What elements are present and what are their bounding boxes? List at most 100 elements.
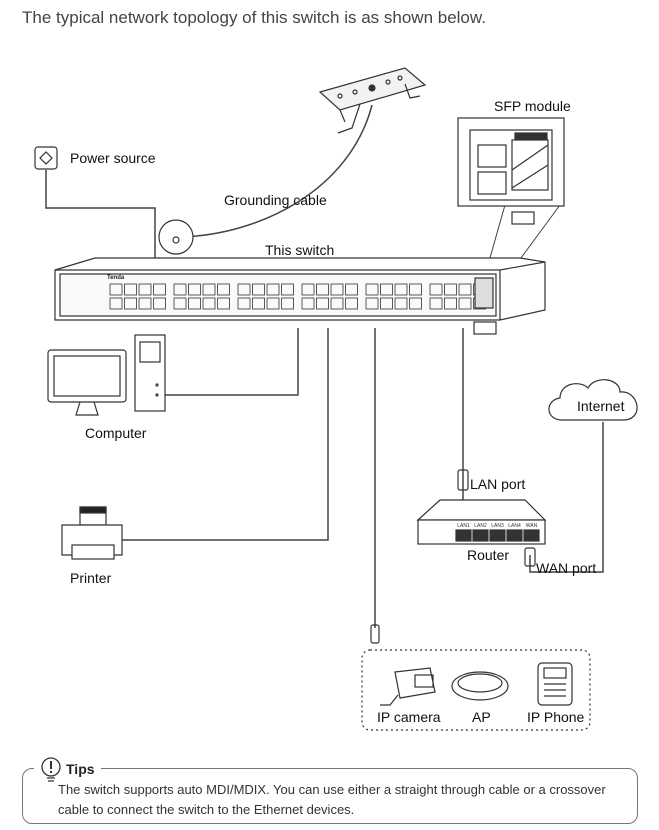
printer-icon bbox=[61, 506, 123, 560]
router-port bbox=[455, 529, 472, 542]
router-port bbox=[472, 529, 489, 542]
label-computer: Computer bbox=[85, 425, 147, 441]
wan-cable bbox=[529, 422, 604, 573]
ip-devices-group bbox=[361, 649, 591, 731]
ip-phone-icon bbox=[537, 662, 573, 706]
label-printer: Printer bbox=[70, 570, 112, 586]
sfp-module-callout bbox=[457, 117, 565, 335]
label-ip-camera: IP camera bbox=[377, 709, 441, 725]
sfp-module-icon bbox=[473, 321, 497, 335]
switch-port bbox=[188, 297, 201, 310]
power-source-icon bbox=[34, 146, 58, 170]
switch-port bbox=[109, 283, 123, 296]
switch-port bbox=[409, 283, 422, 296]
switch-port bbox=[217, 283, 230, 296]
switch-port bbox=[153, 297, 166, 310]
power-cable bbox=[45, 170, 156, 258]
router-port-label: LAN4 bbox=[508, 523, 521, 529]
switch-port bbox=[266, 297, 280, 310]
switch-port bbox=[173, 297, 187, 310]
sfp-module-icon bbox=[511, 211, 535, 225]
label-internet: Internet bbox=[577, 398, 625, 414]
grounding-bar-icon bbox=[318, 67, 427, 134]
switch-port bbox=[281, 297, 294, 310]
tips-box bbox=[22, 768, 638, 824]
label-ip-phone: IP Phone bbox=[527, 709, 585, 725]
switch-port bbox=[173, 283, 187, 296]
router-port-label: WAN bbox=[526, 523, 538, 529]
grounding-cable bbox=[179, 104, 373, 238]
wan-connector-icon bbox=[524, 547, 536, 567]
router-port-label: LAN1 bbox=[457, 523, 470, 529]
switch-port bbox=[345, 297, 358, 310]
label-sfp-module: SFP module bbox=[494, 98, 571, 114]
router-port bbox=[523, 529, 540, 542]
internet-cloud-icon bbox=[548, 379, 638, 421]
cables bbox=[45, 104, 604, 628]
switch-port bbox=[301, 297, 315, 310]
switch-port bbox=[301, 283, 315, 296]
router-port-label: LAN3 bbox=[491, 523, 504, 529]
switch-port bbox=[316, 297, 329, 310]
switch-port bbox=[444, 297, 457, 310]
exclamation-bulb-icon bbox=[41, 757, 61, 782]
switch-port bbox=[138, 283, 152, 296]
switch-port bbox=[252, 297, 265, 310]
switch-port bbox=[188, 283, 201, 296]
cable-connector-icon bbox=[370, 624, 380, 644]
switch-port bbox=[444, 283, 457, 296]
switch-port bbox=[266, 283, 280, 296]
switch-port bbox=[124, 283, 137, 296]
switch-port bbox=[109, 297, 123, 310]
ap-icon bbox=[451, 671, 509, 701]
switch-port bbox=[281, 283, 294, 296]
router-port-label: LAN2 bbox=[474, 523, 487, 529]
switch-port bbox=[237, 283, 251, 296]
switch-port bbox=[217, 297, 230, 310]
router-icon: LAN1 LAN2 LAN3 LAN4 WAN bbox=[416, 469, 547, 567]
switch-port bbox=[124, 297, 137, 310]
printer-cable bbox=[122, 328, 329, 541]
label-grounding-cable: Grounding cable bbox=[224, 192, 327, 208]
switch-brand-label: Tenda bbox=[107, 275, 125, 281]
tips-header: Tips bbox=[34, 756, 101, 782]
switch-port bbox=[409, 297, 422, 310]
label-wan-port: WAN port bbox=[536, 560, 597, 576]
router-port bbox=[489, 529, 506, 542]
lan-connector-icon bbox=[457, 469, 469, 491]
label-ap: AP bbox=[472, 709, 491, 725]
tips-text: The switch supports auto MDI/MDIX. You c… bbox=[58, 782, 606, 817]
switch-port bbox=[153, 283, 166, 296]
computer-icon bbox=[47, 334, 166, 416]
switch-port bbox=[394, 297, 408, 310]
switch-port bbox=[458, 283, 472, 296]
ip-camera-icon bbox=[380, 667, 436, 706]
switch-port bbox=[429, 297, 443, 310]
switch-port bbox=[394, 283, 408, 296]
switch-port bbox=[202, 283, 216, 296]
topology-diagram: LAN1 LAN2 LAN3 LAN4 WAN bbox=[34, 67, 638, 731]
switch-port bbox=[365, 297, 379, 310]
switch-port bbox=[365, 283, 379, 296]
switch-port bbox=[202, 297, 216, 310]
router-port bbox=[506, 529, 523, 542]
tips-title: Tips bbox=[66, 761, 95, 777]
switch-port bbox=[330, 283, 344, 296]
switch-port bbox=[316, 283, 329, 296]
label-this-switch: This switch bbox=[265, 242, 335, 258]
switch-port bbox=[380, 283, 393, 296]
label-power-source: Power source bbox=[70, 150, 156, 166]
switch-port bbox=[380, 297, 393, 310]
page-title: The typical network topology of this swi… bbox=[22, 8, 486, 27]
switch-port bbox=[429, 283, 443, 296]
label-lan-port: LAN port bbox=[470, 476, 526, 492]
switch-port bbox=[345, 283, 358, 296]
computer-cable bbox=[165, 328, 299, 396]
switch-port bbox=[458, 297, 472, 310]
switch-icon bbox=[54, 257, 546, 321]
switch-port bbox=[330, 297, 344, 310]
switch-port bbox=[138, 297, 152, 310]
switch-port bbox=[252, 283, 265, 296]
switch-port bbox=[237, 297, 251, 310]
label-router: Router bbox=[467, 547, 510, 563]
